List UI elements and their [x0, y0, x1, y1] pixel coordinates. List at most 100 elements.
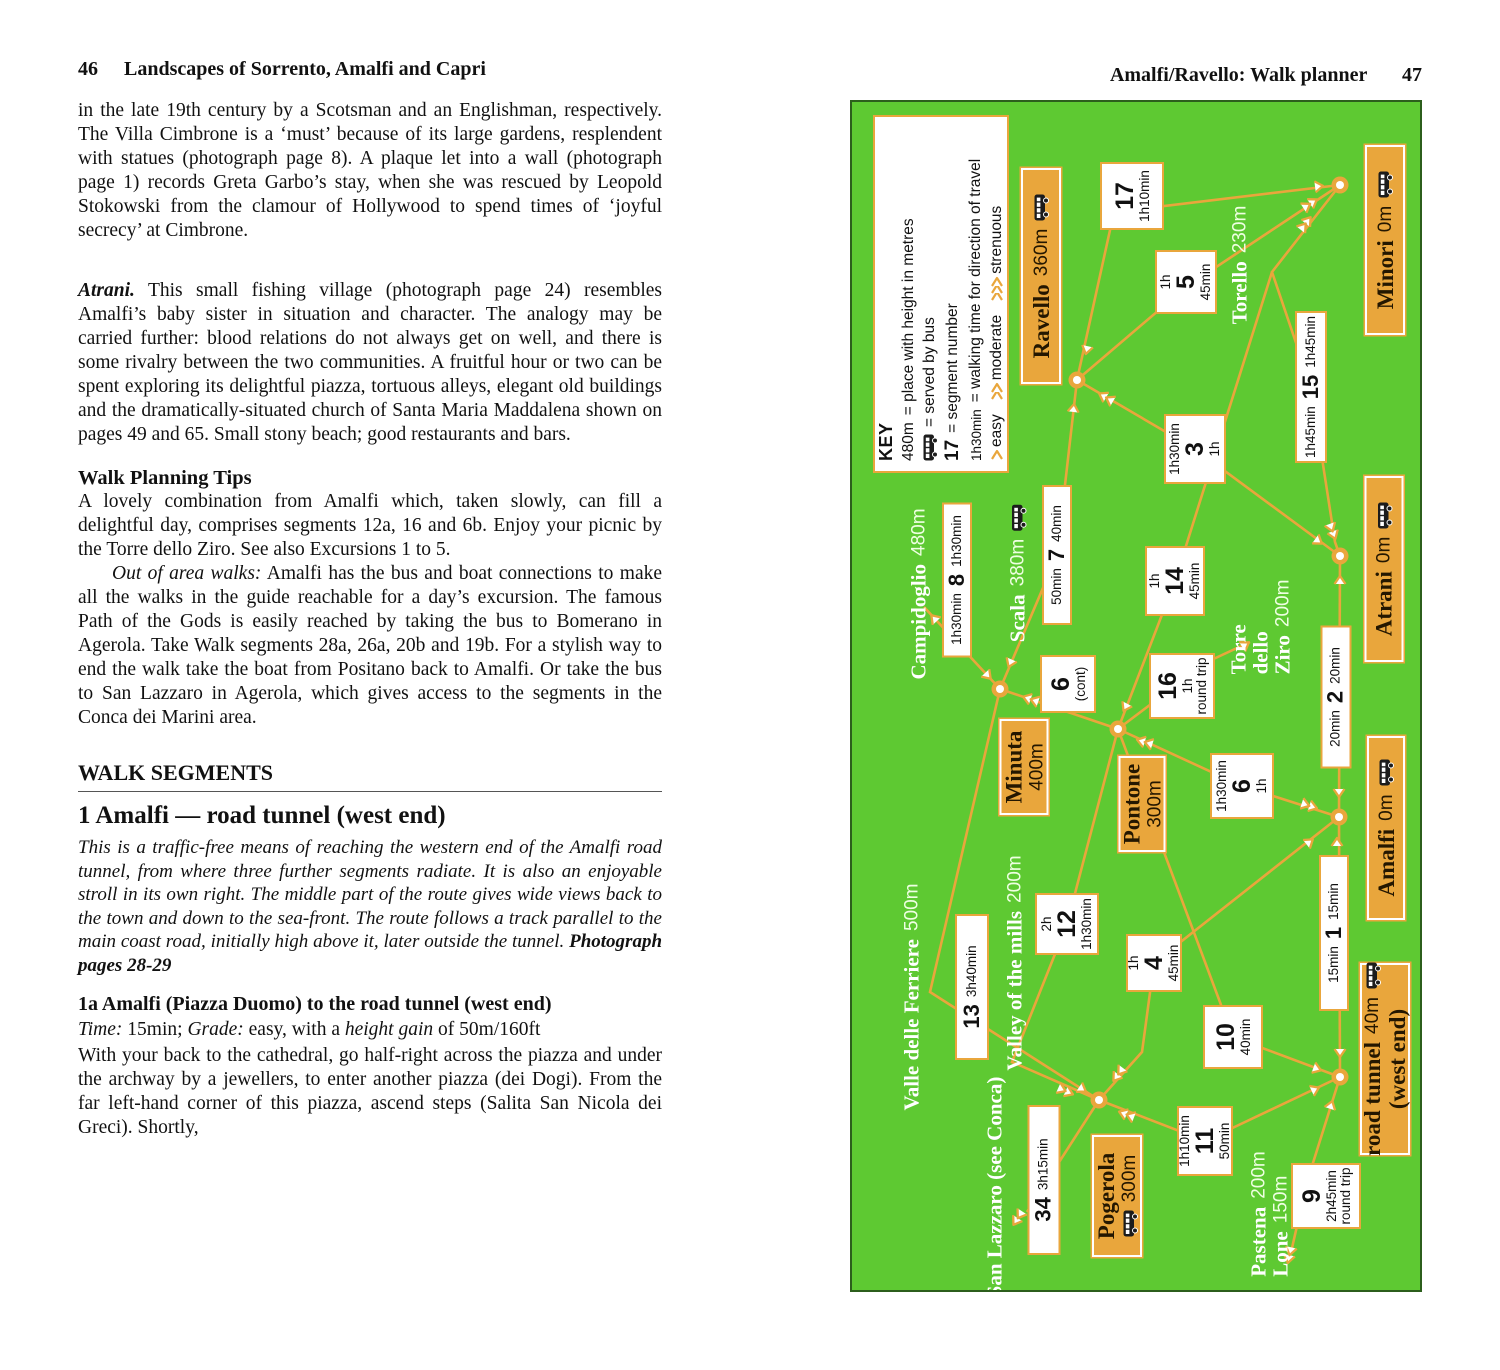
walk-time: 50min — [1217, 1122, 1232, 1160]
bus-icon — [922, 434, 938, 461]
key-symbol: 1h30min — [968, 409, 984, 461]
direction-arrow — [1021, 692, 1041, 708]
place-name: Minuta — [1001, 730, 1026, 804]
place-height: 300m — [1144, 780, 1165, 828]
direction-arrow — [980, 668, 992, 680]
time-label: Time: — [78, 1019, 123, 1040]
place-box-row: 400m — [1026, 743, 1047, 791]
place-name: Lone — [1268, 1231, 1293, 1277]
place-box-row: 300m — [1144, 780, 1165, 828]
place-height: 0m — [1374, 205, 1396, 233]
segment-number: 10 — [1211, 1023, 1240, 1051]
key-row: KEY — [876, 127, 897, 461]
bus-icon — [1365, 962, 1381, 989]
segment-number: 5 — [1172, 275, 1200, 289]
segment-1-description-text: This is a traffic-free means of reaching… — [78, 837, 662, 952]
walk-time: 3h40min — [963, 945, 979, 998]
node-ravello-junction — [1068, 371, 1086, 389]
direction-arrow — [1005, 657, 1018, 669]
direction-arrow — [1333, 574, 1347, 585]
left-page: 46 Landscapes of Sorrento, Amalfi and Ca… — [78, 58, 662, 1140]
walk-time: 1h10min — [1136, 170, 1152, 222]
place-name: Minori — [1372, 240, 1398, 310]
place-box-row: Pogerola — [1094, 1152, 1119, 1240]
out-of-area-paragraph: Out of area walks: Amalfi has the bus an… — [78, 562, 662, 730]
atrani-paragraph: Atrani. This small fishing village (phot… — [78, 279, 662, 447]
walk-time: 15min — [1325, 946, 1341, 983]
walk-time: 1h30min — [1079, 898, 1094, 950]
place-height: 0m — [1373, 536, 1395, 564]
walk-time: 45min — [1187, 562, 1202, 600]
segment-number: 15 — [1297, 374, 1323, 400]
direction-arrow — [1112, 1064, 1128, 1082]
grade-value: easy, with a — [248, 1019, 340, 1040]
place-name: dello — [1248, 631, 1273, 675]
grade-label: Grade: — [187, 1019, 244, 1040]
walk-time: 1h30min — [1166, 423, 1182, 475]
segment-number: 11 — [1191, 1127, 1219, 1155]
walk-time: 15min — [1325, 883, 1341, 920]
right-page-title: Amalfi/Ravello: Walk planner — [1109, 64, 1367, 86]
intro-paragraph: in the late 19th century by a Scotsman a… — [78, 100, 662, 241]
photograph-reference: Photograph pages 28-29 — [78, 931, 663, 976]
bus-icon — [1010, 504, 1026, 531]
left-page-number: 46 — [78, 58, 98, 80]
place-name: Torre — [1226, 624, 1251, 675]
place-name: road tunnel — [1360, 1042, 1385, 1156]
direction-arrow — [1332, 788, 1346, 799]
segment-number: 9 — [1297, 1189, 1326, 1203]
walk-time: 1h30min — [1213, 760, 1229, 812]
directions-paragraph: With your back to the cathedral, go half… — [78, 1045, 662, 1138]
place-name: Pogerola — [1094, 1152, 1119, 1240]
place-box-row: Minuta — [1001, 730, 1026, 804]
key-title: KEY — [876, 422, 896, 461]
place-label-row: Torre — [1226, 580, 1251, 675]
key-definition: = place with height in metres — [900, 218, 917, 416]
bus-icon — [1377, 171, 1393, 198]
atrani-body: This small fishing village (photograph p… — [78, 280, 663, 445]
segment-1-heading: 1 Amalfi — road tunnel (west end) — [78, 802, 446, 829]
walk-time: 2h45min — [1323, 1170, 1339, 1222]
walk-time: 1h — [1146, 573, 1162, 589]
place-name: Scala — [1005, 594, 1030, 643]
key-definition: = walking time for direction of travel — [967, 158, 984, 403]
time-value: 15min; — [127, 1019, 183, 1040]
out-of-area-body: Amalfi has the bus and boat connections … — [78, 563, 663, 728]
walk-time: 1h — [1125, 955, 1141, 971]
node-amalfi-junction — [1330, 808, 1348, 826]
bus-icon — [1376, 502, 1392, 529]
walk-time: 1h45min — [1302, 406, 1318, 459]
route-edge-seg4 — [1098, 815, 1340, 1101]
place-box-row: (west end) — [1385, 1009, 1410, 1109]
key-row: 480m= place with height in metres — [900, 127, 918, 461]
segment-number: 34 — [1030, 1197, 1056, 1222]
node-pogerola-junction — [1090, 1091, 1108, 1109]
place-name: Ravello — [1028, 284, 1054, 359]
time-grade-line: Time: 15min; Grade: easy, with a height … — [78, 1018, 662, 1042]
place-height: 0m — [1375, 794, 1397, 821]
direction-arrow — [1296, 216, 1312, 234]
node-road-tunnel-junction — [1331, 1068, 1349, 1086]
right-page-header: Amalfi/Ravello: Walk planner 47 — [850, 64, 1422, 87]
